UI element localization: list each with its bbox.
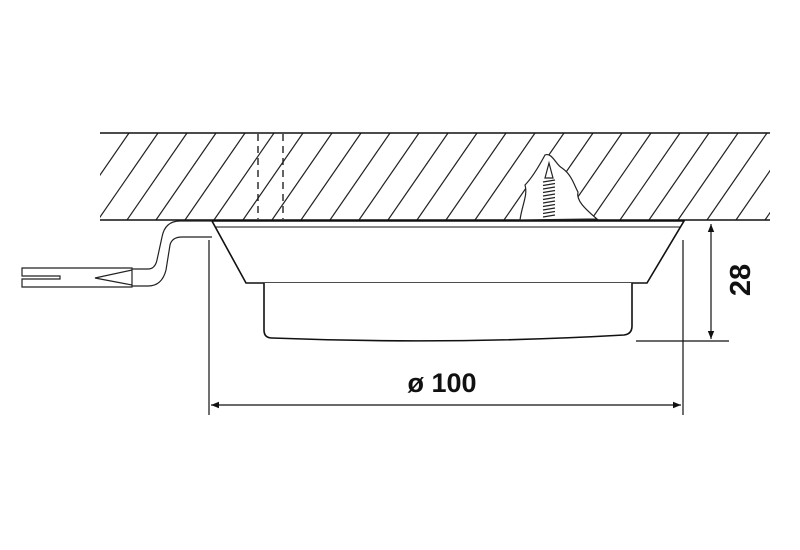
hatch-line <box>677 133 739 220</box>
hatch-line <box>155 133 217 220</box>
dimension-height <box>636 224 729 342</box>
hatch-line <box>100 133 130 177</box>
hatch-line <box>648 133 710 220</box>
hatch-line <box>416 133 478 220</box>
cable-with-connector <box>21 220 212 288</box>
ceiling-hatching <box>100 133 800 220</box>
hatch-line <box>735 169 770 220</box>
screw-icon <box>519 153 599 221</box>
diameter-label: ø 100 <box>407 368 476 398</box>
hatch-line <box>100 133 101 135</box>
hatch-line <box>619 133 681 220</box>
hatch-line <box>271 133 333 220</box>
hatch-line <box>300 133 362 220</box>
height-label: 28 <box>725 264 757 296</box>
hatch-line <box>590 133 652 220</box>
dimension-diameter <box>208 240 684 415</box>
hatch-line <box>474 133 536 220</box>
ceiling-section <box>100 132 800 221</box>
diffuser <box>263 283 633 342</box>
hatch-line <box>764 211 770 220</box>
hatch-line <box>100 133 159 219</box>
hatch-line <box>706 133 768 220</box>
hatch-line <box>242 133 304 220</box>
hatch-line <box>445 133 507 220</box>
hatch-line <box>213 133 275 220</box>
cable-hole-dashed <box>257 134 284 219</box>
hatch-line <box>126 133 188 220</box>
hatch-line <box>358 133 420 220</box>
hatch-line <box>184 133 246 220</box>
hatch-line <box>387 133 449 220</box>
hatch-line <box>329 133 391 220</box>
lamp-housing <box>210 220 686 342</box>
hatch-line <box>794 133 800 220</box>
